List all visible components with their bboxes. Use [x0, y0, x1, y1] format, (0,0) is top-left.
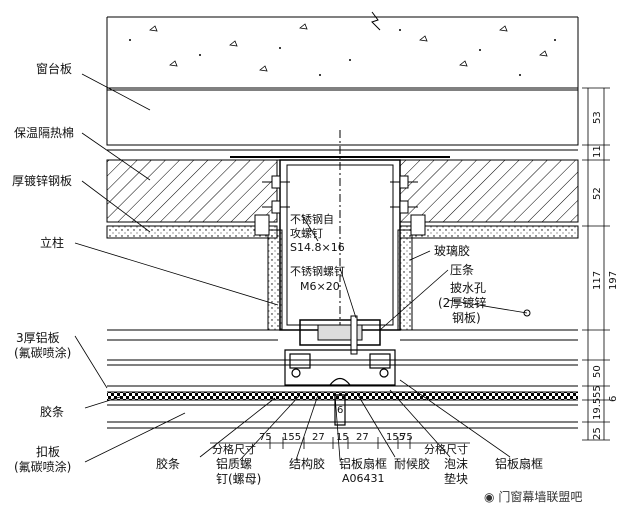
label-pressing: 压条: [450, 263, 475, 277]
label-struct-glue: 结构胶: [289, 457, 326, 471]
leader-lines: [74, 73, 528, 463]
dim-v-5: 50: [592, 365, 603, 378]
frame-section: [284, 349, 396, 426]
dim-v-3: 197: [608, 270, 619, 290]
horizontal-dimension: [210, 437, 470, 449]
label-al-nut-2: 钉(螺母): [216, 472, 262, 486]
label-bottom-strip: 胶条: [156, 457, 181, 471]
dim-h-0: 75: [259, 432, 272, 443]
dim-grid-right: 分格尺寸: [424, 443, 468, 456]
dim-v-6: 55: [592, 385, 603, 398]
label-cover-2: (氟碳喷涂): [14, 460, 72, 474]
drain-hole: [523, 309, 531, 317]
dim-h-4: 27: [356, 432, 369, 443]
label-insulation: 保温隔热棉: [14, 126, 75, 140]
label-al-plate-1: 3厚铝板: [16, 331, 60, 345]
label-frame-right: 铝板扇框: [495, 457, 544, 471]
dim-v-8: 6: [608, 395, 619, 402]
dim-v-4: 117: [592, 270, 603, 290]
label-drain-1: 披水孔: [450, 281, 487, 295]
label-strip: 胶条: [40, 405, 65, 419]
dim-v-7: 19.5: [592, 397, 603, 420]
dim-v-0: 53: [592, 111, 603, 124]
label-cover-1: 扣板: [36, 445, 61, 459]
vertical-dimension: [582, 87, 610, 441]
label-ss-screw-spec: S14.8×16: [290, 241, 345, 254]
label-ss-screw-2: 攻螺钉: [290, 227, 323, 240]
dim-grid-left: 分格尺寸: [212, 443, 256, 456]
label-sill-board: 窗台板: [36, 62, 73, 76]
label-mullion: 立柱: [40, 236, 65, 250]
insulation-left: [106, 159, 278, 223]
label-ss-screw-1: 不锈钢自: [290, 213, 334, 226]
insulation-right: [399, 159, 579, 223]
label-drain-2: (2厚镀锌: [438, 296, 487, 310]
dim-h-1: 155: [282, 432, 302, 443]
watermark: ◉ 门窗幕墙联盟吧: [484, 490, 583, 504]
steel-plate-left: [106, 225, 278, 239]
label-al-plate-2: (氟碳喷涂): [14, 346, 72, 360]
concrete-slab: [106, 11, 579, 90]
label-bolt-spec: M6×20: [300, 280, 340, 293]
dim-h-3: 15: [336, 432, 349, 443]
label-foam-2: 垫块: [444, 472, 469, 486]
sill-board: [106, 87, 579, 146]
rubber-strip: [107, 392, 578, 400]
label-foam-1: 泡沫: [444, 457, 469, 471]
screws: [254, 175, 426, 236]
label-drain-3: 钢板): [452, 311, 481, 325]
dim-center: 6: [337, 405, 344, 416]
dim-h-2: 27: [312, 432, 325, 443]
dim-v-2: 52: [592, 187, 603, 200]
label-frame-code: A06431: [342, 472, 385, 485]
dim-h-6: 75: [400, 432, 413, 443]
dim-v-9: 25: [592, 427, 603, 440]
label-al-nut-1: 铝质螺: [216, 457, 253, 471]
dim-v-1: 11: [592, 145, 603, 158]
label-steel-plate: 厚镀锌钢板: [12, 174, 73, 188]
label-bolt: 不锈钢螺钉: [290, 265, 345, 278]
label-frame: 铝板扇框: [339, 457, 388, 471]
label-glass-glue: 玻璃胶: [434, 244, 471, 258]
label-weather-glue: 耐候胶: [394, 457, 431, 471]
dim-h-5: 155: [386, 432, 406, 443]
chat-icon: ◉: [484, 490, 495, 504]
steel-plate-right: [399, 225, 579, 239]
